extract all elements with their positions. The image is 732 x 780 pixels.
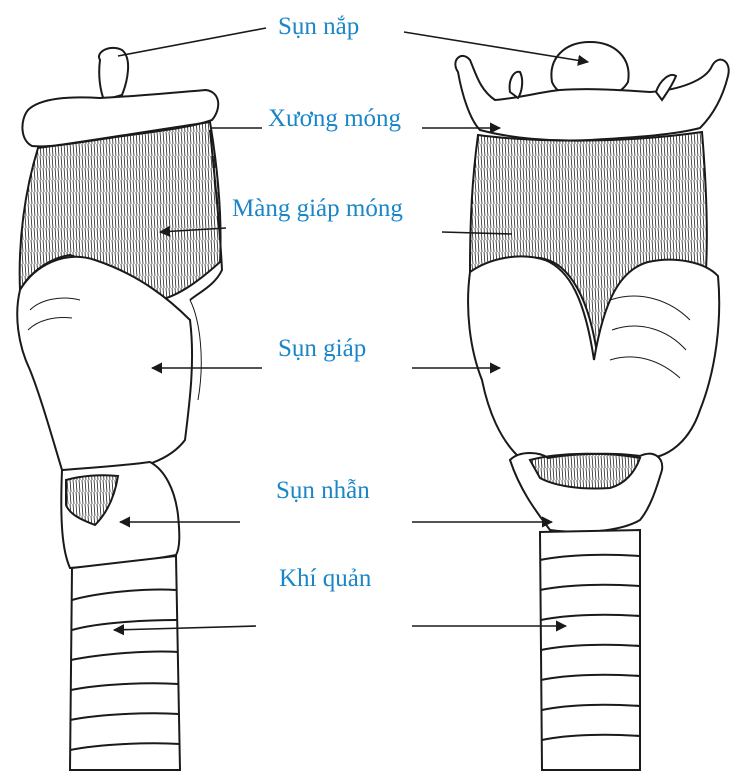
label-thyroid-cartilage: Sụn giáp: [278, 336, 366, 361]
left-trachea-shape: [70, 556, 180, 770]
leader-epiglottis-left: [118, 28, 266, 56]
label-trachea: Khí quản: [279, 566, 371, 591]
label-cricoid-cartilage: Sụn nhẫn: [276, 478, 370, 503]
right-hyoid-minor-horn-left: [510, 72, 523, 98]
left-larynx-drawing: [17, 48, 222, 770]
label-thyrohyoid-membrane: Màng giáp móng: [232, 196, 403, 221]
label-epiglottis: Sụn nắp: [278, 14, 359, 39]
right-larynx-drawing: [455, 42, 728, 770]
label-hyoid-bone: Xương móng: [268, 106, 401, 131]
leader-epiglottis-right: [404, 32, 588, 62]
